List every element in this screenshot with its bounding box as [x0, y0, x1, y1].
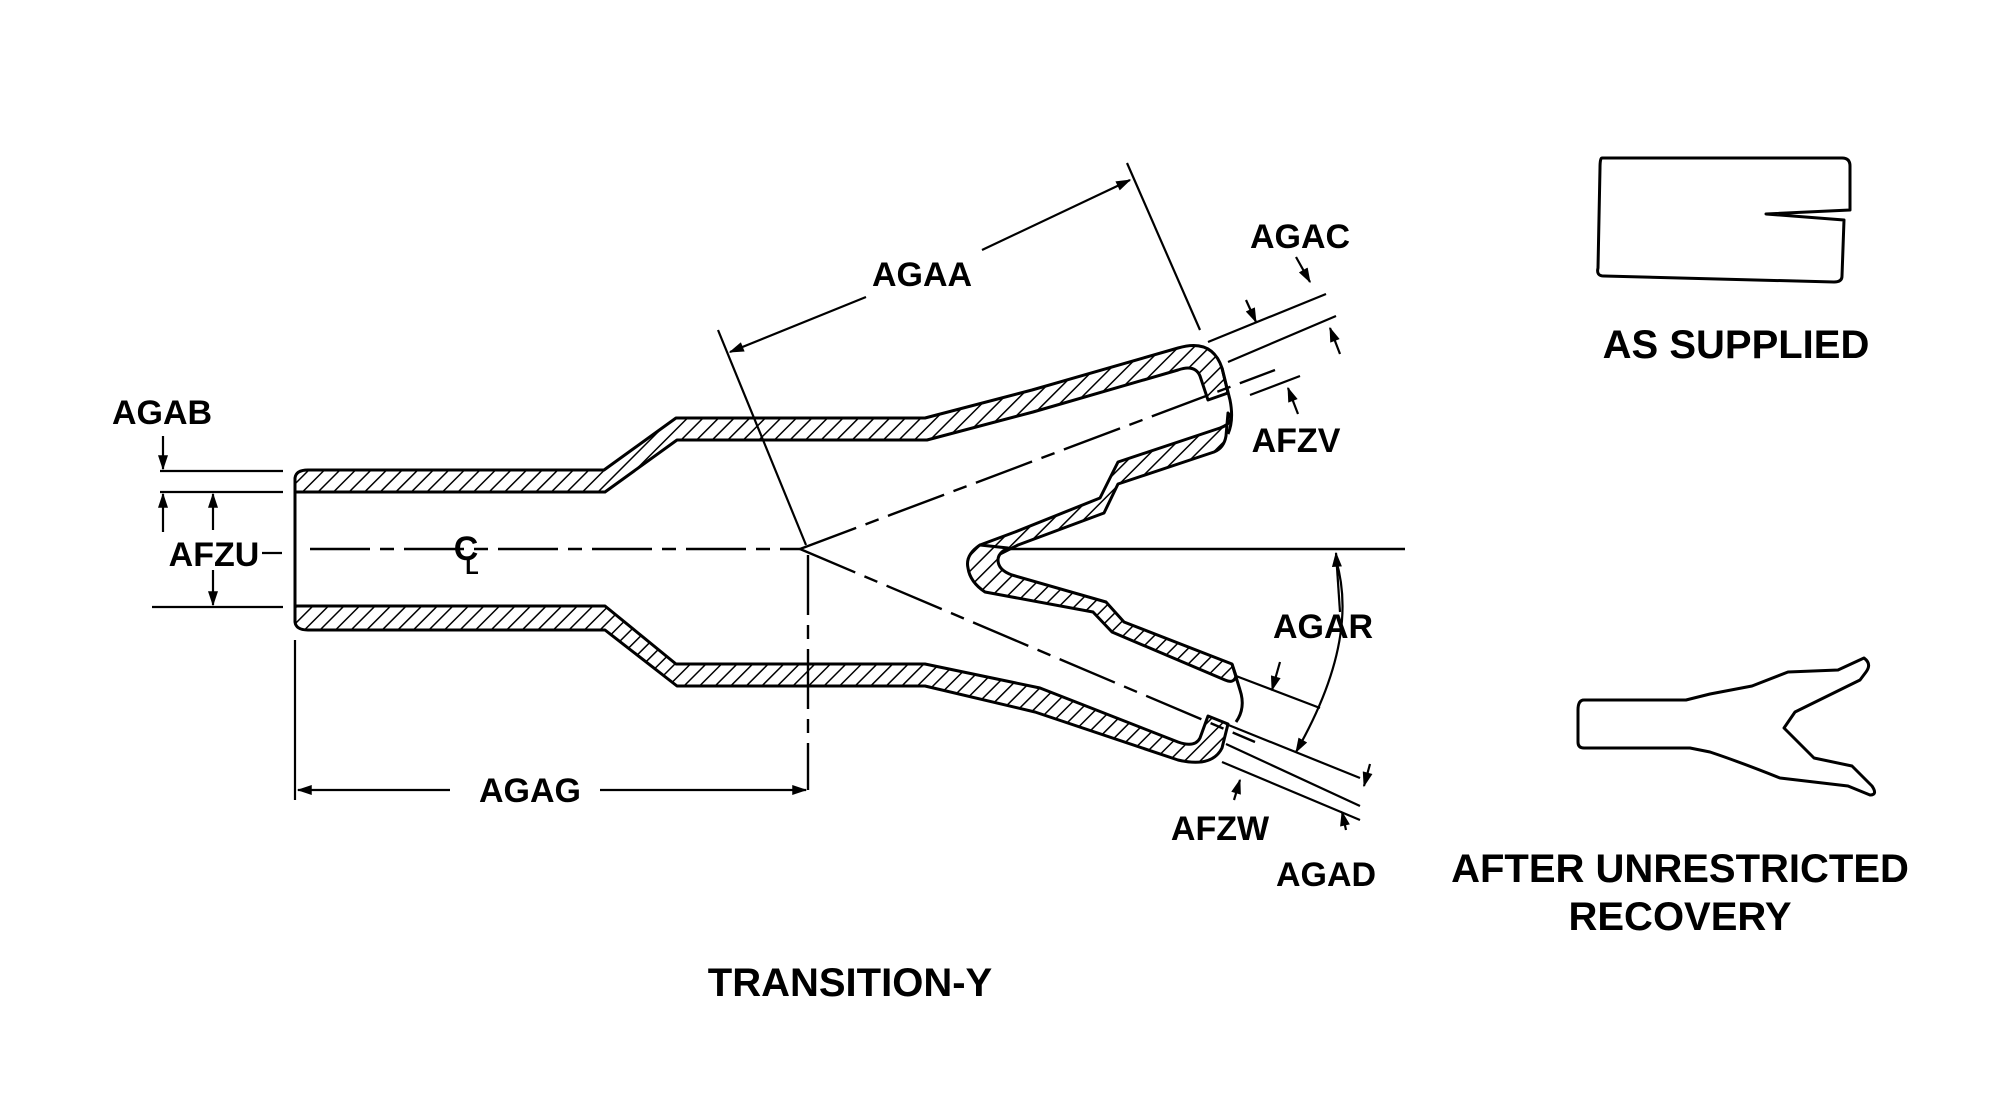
centerline-symbol: C: [454, 530, 479, 568]
afzw-ext-1: [1225, 722, 1361, 780]
agaa-arrow-left: [728, 295, 867, 354]
caption-after-line2: RECOVERY: [1568, 895, 1791, 939]
label-agad: AGAD: [1276, 856, 1376, 894]
agac-ext-2: [1227, 314, 1337, 364]
lower-branch-inner-line: [1230, 663, 1244, 723]
label-afzw: AFZW: [1171, 810, 1270, 848]
agad-arrow-up: [1340, 810, 1350, 831]
agar-arc-lower: [1295, 559, 1344, 754]
afzw-ext-2: [1225, 743, 1361, 807]
upper-branch-centerline: [799, 368, 1276, 551]
agaa-extension-left: [716, 329, 808, 546]
agac-arrow: [1295, 256, 1311, 284]
agad-ext: [1221, 760, 1361, 822]
agar-arc-upper: [1331, 551, 1342, 613]
centerline-symbol-sub: L: [465, 554, 478, 579]
sleeve-bottom-wall: [293, 604, 1230, 764]
label-agaa: AGAA: [872, 256, 972, 294]
label-afzv: AFZV: [1252, 422, 1341, 460]
sleeve-top-wall: [293, 344, 1230, 494]
caption-as-supplied: AS SUPPLIED: [1603, 323, 1870, 367]
caption-transition-y: TRANSITION-Y: [708, 961, 993, 1005]
label-afzu: AFZU: [169, 536, 260, 574]
afzv-arrow: [1286, 386, 1300, 415]
label-agac: AGAC: [1250, 218, 1350, 256]
label-agar: AGAR: [1273, 608, 1373, 646]
agac-tick-arrow: [1244, 299, 1258, 324]
agar-ext-1: [1235, 674, 1321, 710]
label-agag: AGAG: [479, 772, 581, 810]
caption-after-line1: AFTER UNRESTRICTED: [1451, 847, 1909, 891]
upper-branch-end: [1220, 367, 1234, 435]
agaa-arrow-right: [981, 179, 1132, 251]
agac-lower-arrow: [1328, 326, 1342, 355]
label-agab: AGAB: [112, 394, 212, 432]
as-supplied-sketch: [1596, 156, 1852, 284]
agaa-extension-right: [1125, 162, 1202, 331]
agac-ext-1: [1207, 292, 1327, 344]
sleeve-y-junction: [966, 543, 1238, 683]
agad-arrow-down: [1362, 763, 1373, 788]
after-recovery-sketch: [1576, 656, 1877, 797]
lower-branch-centerline: [799, 547, 1256, 744]
afzw-arrow: [1231, 778, 1242, 801]
afzv-ext: [1249, 374, 1301, 397]
agar-small-arrow: [1270, 661, 1282, 692]
